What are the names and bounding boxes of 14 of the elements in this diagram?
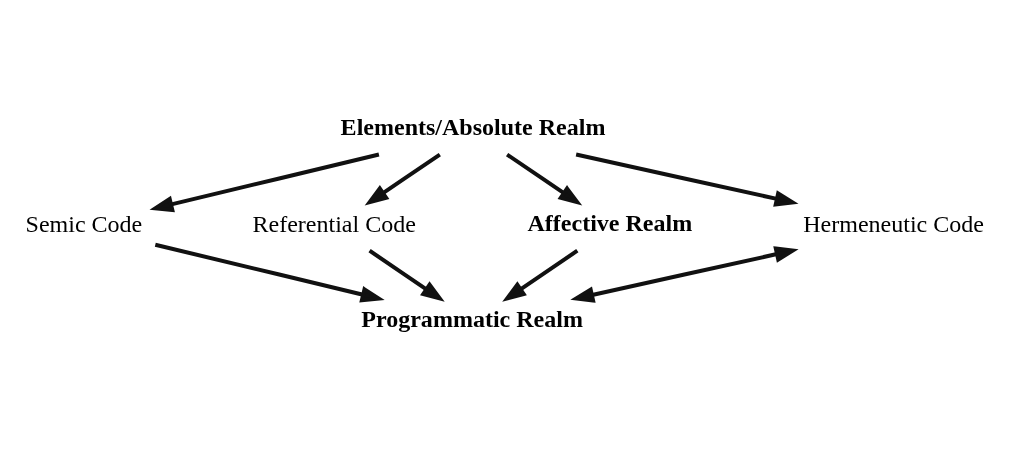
arrow <box>575 152 799 207</box>
node-text: Elements/Absolute Realm <box>340 113 606 140</box>
arrow <box>364 152 441 206</box>
arrow <box>570 245 799 303</box>
arrow <box>368 248 445 302</box>
node-text: Programmatic Realm <box>361 305 583 332</box>
arrow <box>149 152 380 212</box>
arrow <box>502 248 579 302</box>
arrow <box>154 242 385 302</box>
node-text: Semic Code <box>25 210 143 237</box>
node-text: Affective Realm <box>527 209 693 236</box>
node-text: Hermeneutic Code <box>803 210 984 237</box>
node-text: Referential Code <box>252 210 416 237</box>
arrow <box>505 152 583 206</box>
